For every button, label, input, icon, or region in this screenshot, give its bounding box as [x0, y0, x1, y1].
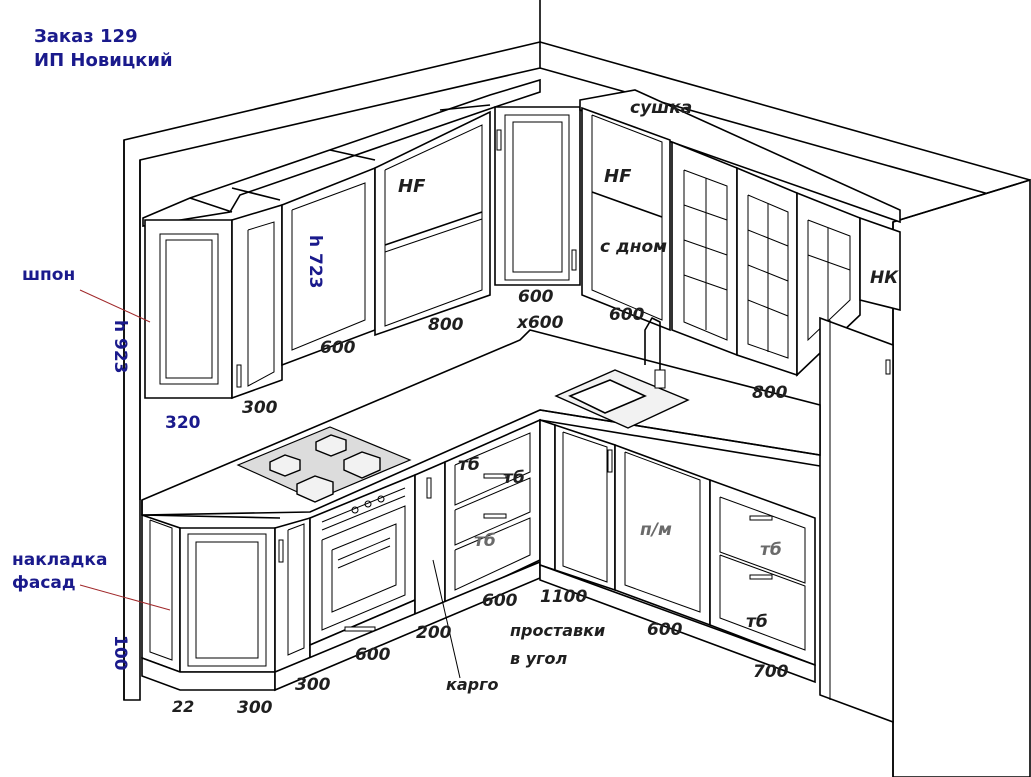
dishwasher-label: п/м [640, 520, 672, 540]
dim-600-upper-left: 600 [320, 338, 356, 358]
upper-cabinets-right [579, 89, 901, 377]
spacers-label-line2: в угол [510, 649, 567, 668]
dim-800-upper-right: 800 [752, 383, 788, 403]
tb-label-1: тб [458, 455, 480, 475]
dim-1100: 1100 [540, 587, 587, 607]
dim-320: 320 [165, 413, 201, 433]
order-number: Заказ 129 [34, 26, 138, 47]
hf-right-label: HF [604, 166, 632, 187]
tb-label-5: тб [746, 612, 768, 632]
veneer-leader [79, 289, 151, 323]
plinth-100-label: 100 [110, 635, 130, 671]
tb-label-2: тб [503, 468, 525, 488]
height-723-label: h 723 [305, 235, 325, 289]
dim-600-floor-left: 600 [355, 645, 391, 665]
dryer-label: сушка [630, 98, 692, 118]
dim-600-floor-plinth: 600 [482, 591, 518, 611]
lower-cabinets-left [141, 418, 541, 692]
dim-700: 700 [753, 662, 789, 682]
lower-cabinets-right [539, 418, 816, 684]
with-bottom-label: с дном [600, 237, 667, 257]
client-name: ИП Новицкий [34, 50, 173, 71]
cargo-leader [432, 559, 461, 679]
overlay-leader [79, 584, 171, 611]
dim-22: 22 [172, 697, 194, 716]
dim-800-upper-mid: 800 [428, 315, 464, 335]
nk-label: НК [870, 268, 899, 288]
fridge [819, 316, 894, 724]
dim-200: 200 [416, 623, 452, 643]
dim-300-floor-1: 300 [295, 675, 331, 695]
tb-label-4: тб [760, 540, 782, 560]
overlay-label-line2: фасад [12, 573, 76, 593]
overlay-label-line1: накладка [12, 550, 107, 570]
height-923-label: h 923 [110, 320, 130, 374]
veneer-label: шпон [22, 265, 75, 285]
hob [236, 426, 412, 503]
dim-600-corner-bottom: х600 [516, 313, 564, 333]
dim-300-floor-2: 300 [237, 698, 273, 718]
hf-left-label: HF [398, 176, 426, 197]
dim-600-floor-right: 600 [647, 620, 683, 640]
room-walls [123, 0, 1031, 777]
cargo-label: карго [446, 675, 498, 694]
upper-cabinets-left [142, 78, 581, 400]
tb-label-3: тб [474, 531, 496, 551]
dim-600-upper-right: 600 [609, 305, 645, 325]
spacers-label-line1: проставки [510, 621, 605, 640]
sink [554, 317, 690, 429]
dim-300-upper: 300 [242, 398, 278, 418]
dim-600-corner-top: 600 [518, 287, 554, 307]
